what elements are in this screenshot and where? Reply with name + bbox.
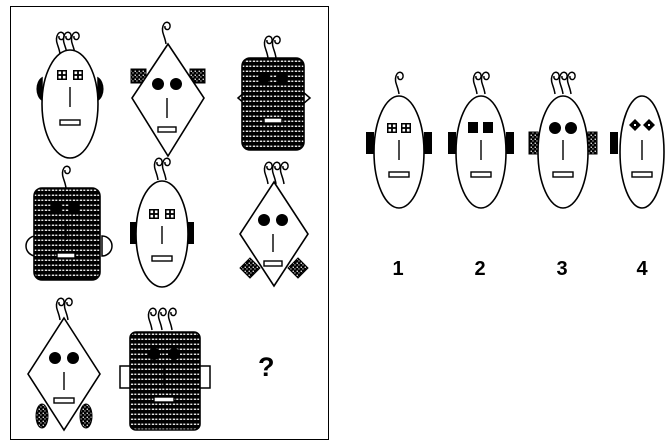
missing-cell-question-mark: ?: [258, 352, 275, 383]
option-3-label[interactable]: 3: [547, 258, 577, 281]
option-2-face[interactable]: [444, 70, 518, 210]
face-r3c1: [14, 292, 114, 437]
face-r1c3: [224, 14, 324, 164]
face-r2c1: [16, 158, 116, 288]
option-1-label[interactable]: 1: [383, 258, 413, 281]
face-r1c1: [30, 14, 110, 164]
face-r2c2: [122, 158, 202, 288]
option-4-face[interactable]: [606, 70, 672, 210]
option-4-label[interactable]: 4: [627, 258, 657, 281]
face-r3c2: [116, 292, 216, 437]
option-2-label[interactable]: 2: [465, 258, 495, 281]
face-r1c2: [118, 14, 218, 164]
option-1-face[interactable]: [362, 70, 436, 210]
option-3-face[interactable]: [526, 70, 600, 210]
face-r2c3: [224, 154, 324, 294]
